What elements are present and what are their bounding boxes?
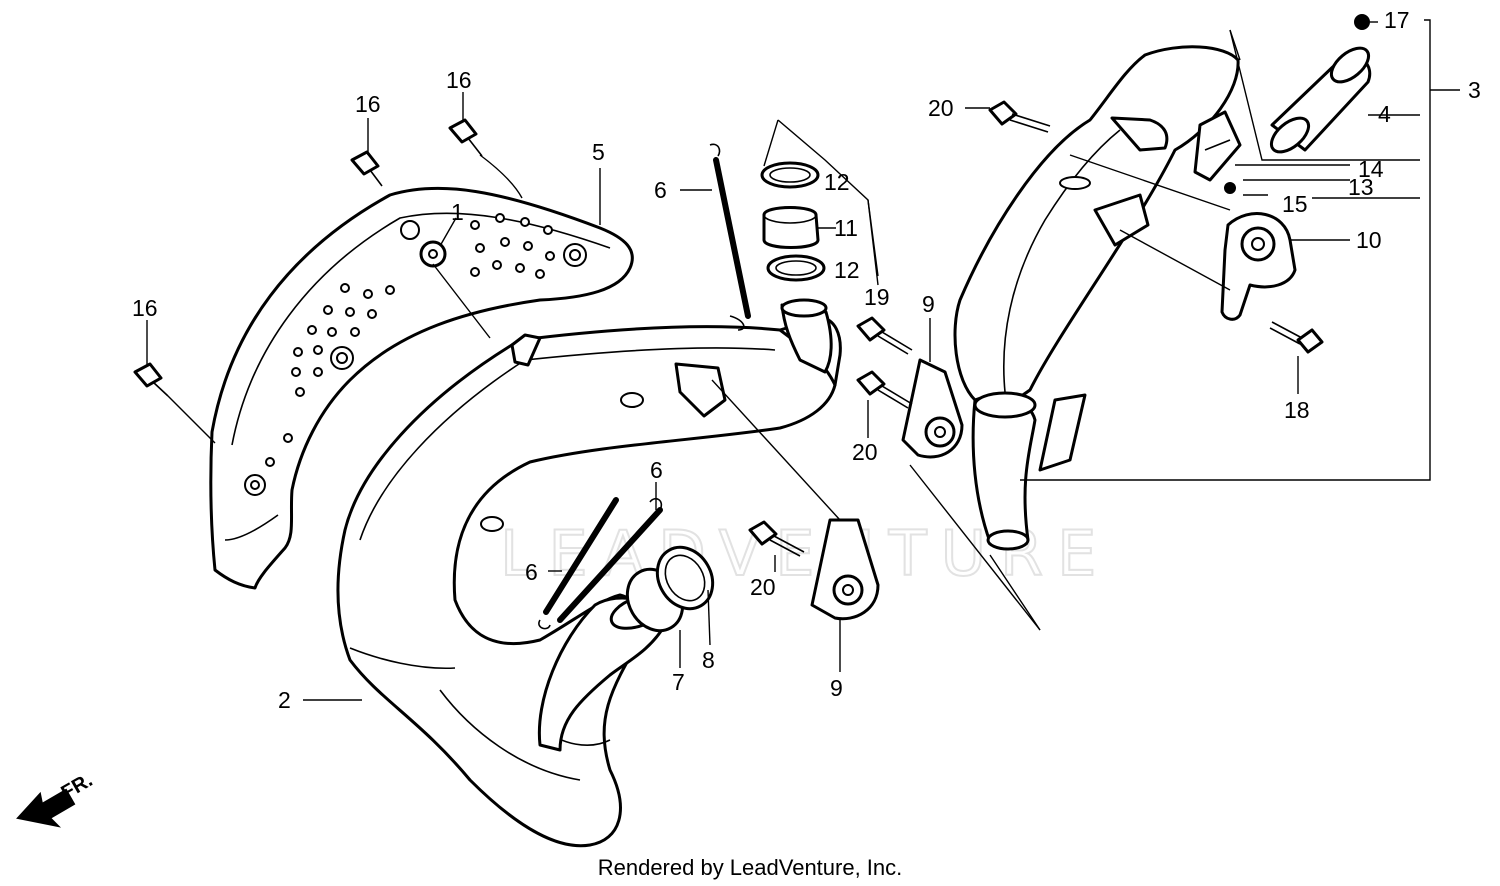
callout-16-left: 16: [132, 295, 158, 321]
bolt-18: [1269, 321, 1324, 354]
callout-8: 8: [702, 647, 715, 673]
upper-pipe: [780, 298, 833, 374]
leader-lines: [146, 19, 1460, 701]
callout-13: 13: [1348, 174, 1374, 200]
callout-6-left: 6: [525, 559, 538, 585]
bolt-16-middle: [350, 150, 383, 187]
callout-16-top: 16: [446, 67, 472, 93]
callout-1: 1: [451, 199, 464, 225]
callout-20-upper: 20: [928, 95, 954, 121]
bolt-20-lower: [748, 520, 805, 557]
callout-7: 7: [672, 669, 685, 695]
gasket-set: [760, 161, 826, 282]
callouts: 1 2 3 4 5 6 6 6 7 8 9 9 10 11 12 12 13 1…: [132, 7, 1481, 713]
callout-17: 17: [1384, 7, 1410, 33]
callout-18: 18: [1284, 397, 1310, 423]
callout-12-top: 12: [824, 169, 850, 195]
screw-15: [1224, 182, 1236, 194]
callout-10: 10: [1356, 227, 1382, 253]
silencer-outlet-pipe: [971, 391, 1037, 551]
heat-shield-vent-holes: [265, 213, 555, 467]
silencer-clamp: [1193, 110, 1242, 182]
callout-9-upper: 9: [922, 291, 935, 317]
bolt-20-middle: [856, 370, 913, 409]
callout-4: 4: [1378, 101, 1391, 127]
bolt-16-top: [448, 118, 483, 157]
callout-20-lower: 20: [750, 574, 776, 600]
mount-bracket-upper: [901, 358, 964, 459]
lower-gaskets: [625, 545, 715, 633]
callout-11: 11: [834, 215, 858, 241]
heat-shield: [209, 186, 634, 590]
callout-6-right: 6: [650, 457, 663, 483]
callout-14: 14: [1358, 156, 1384, 182]
callout-12-bottom: 12: [834, 257, 860, 283]
bolt-20-upper: [988, 100, 1051, 133]
callout-6-top: 6: [654, 177, 667, 203]
callout-20-middle: 20: [852, 439, 878, 465]
mount-bracket-lower: [810, 518, 880, 621]
bolt-19: [856, 316, 913, 355]
callout-2: 2: [278, 687, 291, 713]
render-credit: Rendered by LeadVenture, Inc.: [597, 855, 903, 880]
nut-17: [1354, 14, 1370, 30]
grommet: [419, 240, 447, 268]
rear-mount-bracket: [1220, 212, 1297, 321]
callout-3: 3: [1468, 77, 1481, 103]
callout-16-middle: 16: [355, 91, 381, 117]
front-direction-arrow: FR.: [16, 769, 96, 828]
exhaust-springs: [538, 143, 751, 630]
callout-9-lower: 9: [830, 675, 843, 701]
bolt-16-left: [133, 362, 169, 397]
callout-19: 19: [864, 284, 890, 310]
tail-pipe: [1269, 46, 1372, 154]
callout-15: 15: [1282, 191, 1308, 217]
callout-5: 5: [592, 139, 605, 165]
